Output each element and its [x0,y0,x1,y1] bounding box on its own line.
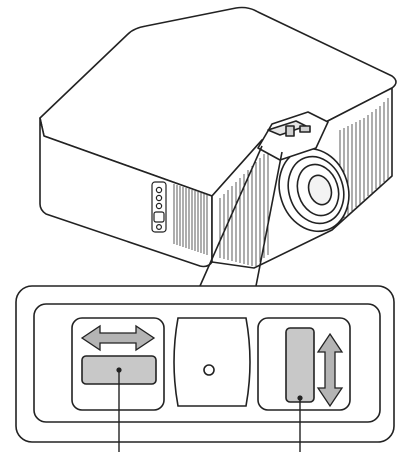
control-button-2 [155,194,163,202]
center-pod [173,317,251,407]
front-vent-grille-right [339,98,389,222]
control-button-3 [155,202,163,210]
vertical-shift-lever[interactable] [285,327,315,403]
double-arrow-vertical-icon [316,332,344,408]
double-arrow-horizontal-icon [80,324,156,352]
projector-illustration [39,6,397,269]
center-mark-icon [203,364,215,376]
control-joystick [153,211,165,223]
control-button-1 [155,186,163,194]
lens-shift-detail-panel [15,285,395,443]
control-button-4 [156,224,163,231]
projector-lens [278,147,350,233]
front-vent-grille-left [219,150,269,266]
side-vent-grille [173,184,208,255]
callout-leaders [199,145,283,287]
label-pointer-lines [118,370,301,452]
side-control-panel [151,181,167,233]
